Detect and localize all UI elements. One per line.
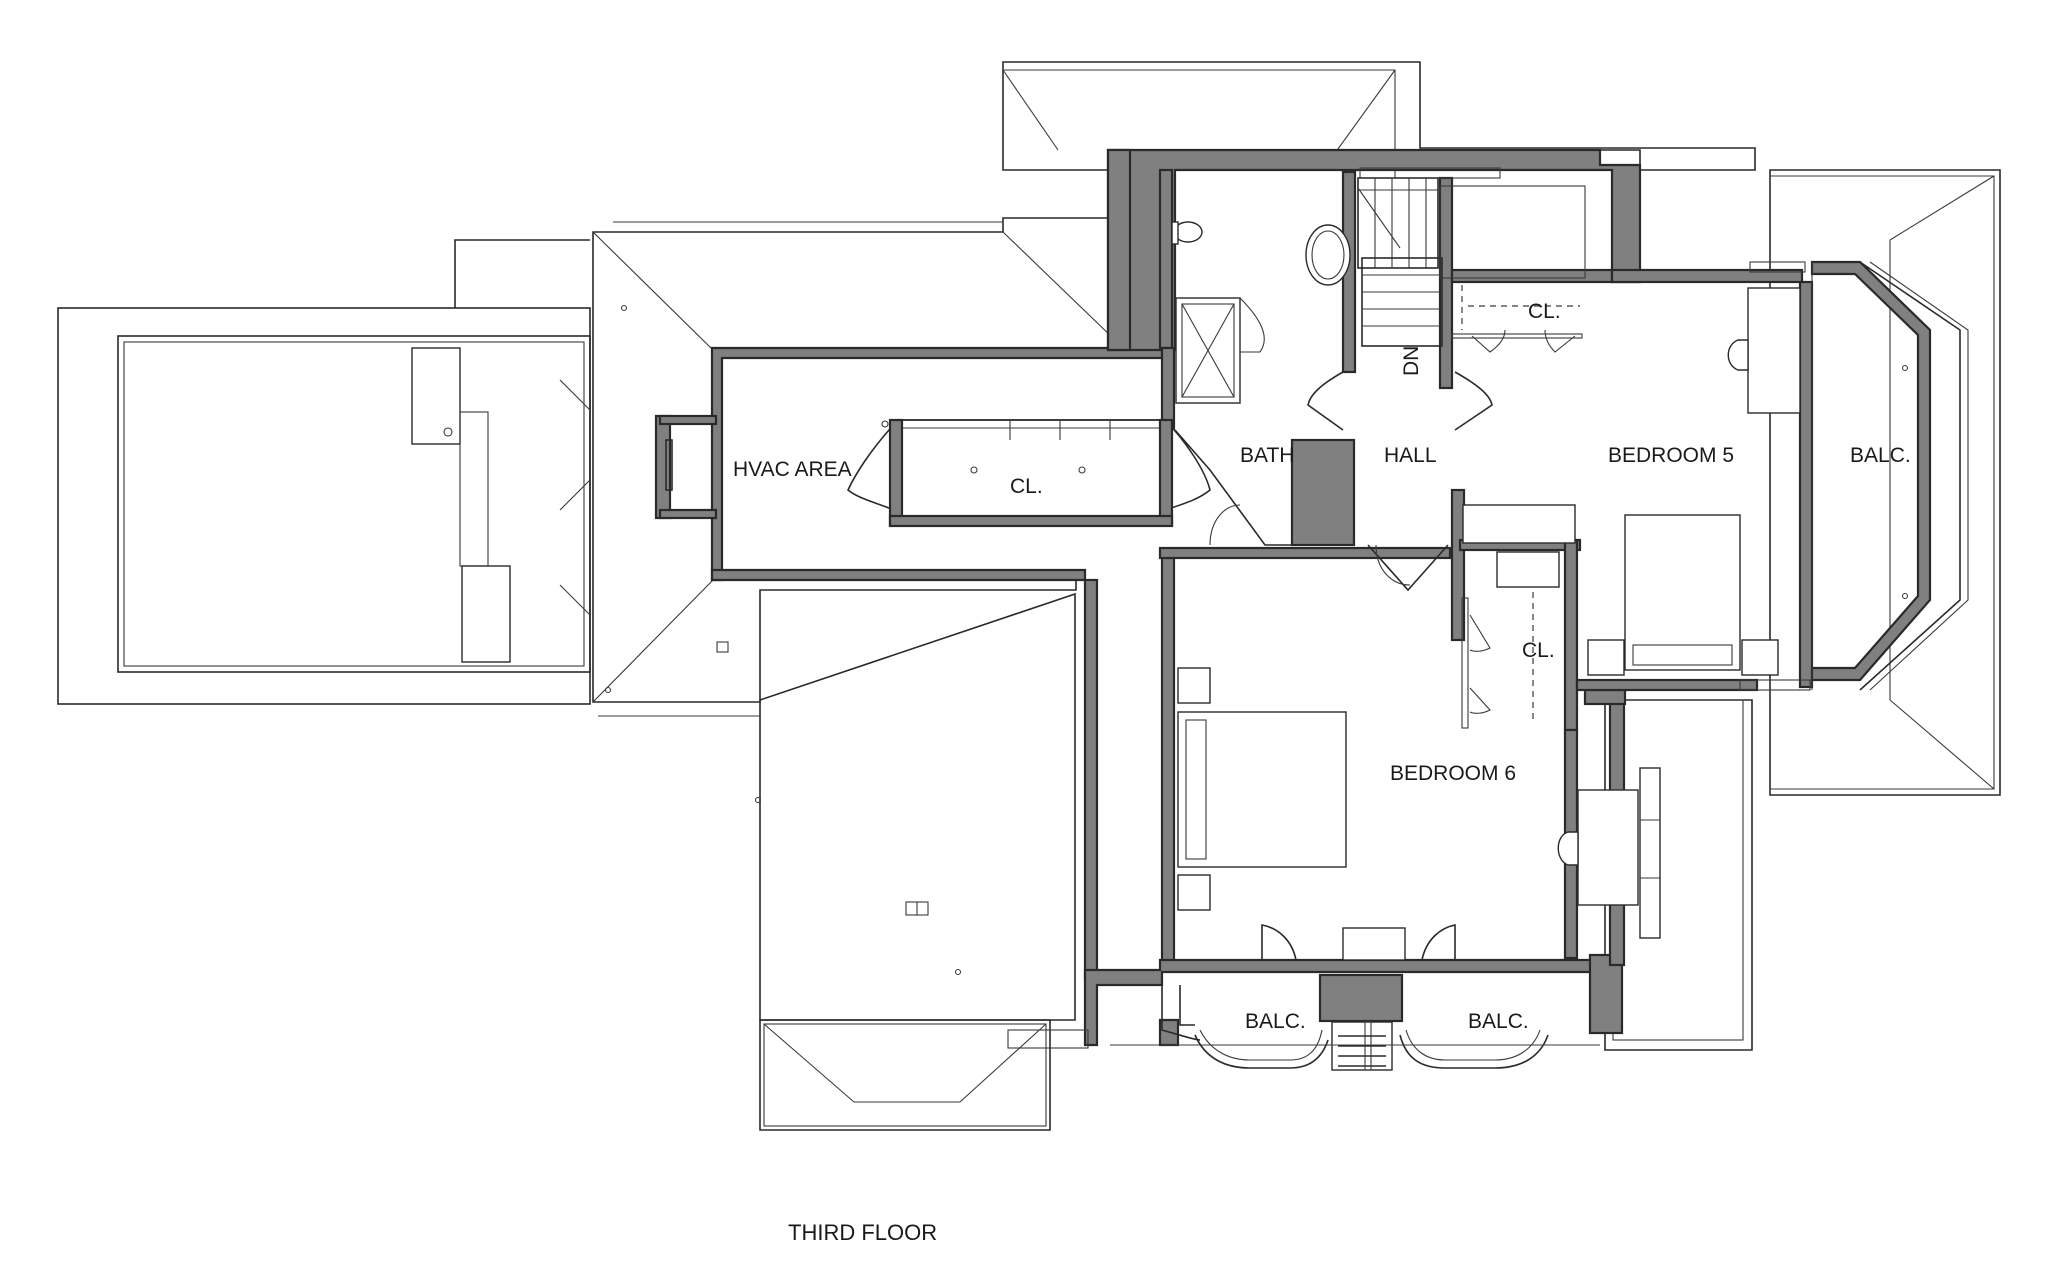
label-hall: HALL bbox=[1384, 444, 1437, 467]
bath bbox=[1171, 221, 1351, 546]
room-labels: HVAC AREA CL. BATH HALL DN BEDROOM 5 CL.… bbox=[733, 300, 1911, 1033]
south-balconies bbox=[1007, 985, 1600, 1071]
sink bbox=[1305, 224, 1351, 286]
label-hvac-area: HVAC AREA bbox=[733, 458, 852, 481]
east-balcony bbox=[1739, 260, 1969, 691]
west-roof bbox=[57, 239, 591, 705]
bedroom5-furniture bbox=[1462, 287, 1801, 676]
bed-bed5 bbox=[1624, 514, 1741, 671]
desk-bed6 bbox=[1577, 789, 1639, 906]
hall-stair bbox=[1307, 167, 1586, 592]
bedroom6-closet bbox=[1461, 551, 1560, 729]
label-balc-south-right: BALC. bbox=[1468, 1010, 1529, 1033]
label-bath: BATH bbox=[1240, 444, 1294, 467]
label-balc-south-left: BALC. bbox=[1245, 1010, 1306, 1033]
label-closet-bed5: CL. bbox=[1528, 300, 1561, 323]
bed-bed6 bbox=[1177, 711, 1347, 868]
south-roof bbox=[754, 592, 1076, 1131]
label-bedroom5: BEDROOM 5 bbox=[1608, 444, 1734, 467]
label-closet-bed6: CL. bbox=[1522, 639, 1555, 662]
bedroom5-closet bbox=[1451, 285, 1583, 353]
exterior-walls bbox=[654, 148, 1814, 1047]
label-bedroom6: BEDROOM 6 bbox=[1390, 762, 1516, 785]
bedroom6-furniture bbox=[1177, 667, 1661, 961]
east-roof bbox=[1604, 169, 2001, 1051]
label-closet-hvac: CL. bbox=[1010, 475, 1043, 498]
hvac-area bbox=[665, 418, 1211, 528]
plan-title: THIRD FLOOR bbox=[788, 1220, 937, 1245]
label-balc-east: BALC. bbox=[1850, 444, 1911, 467]
desk-bed5 bbox=[1747, 287, 1801, 414]
label-stair-dn: DN bbox=[1400, 346, 1423, 376]
